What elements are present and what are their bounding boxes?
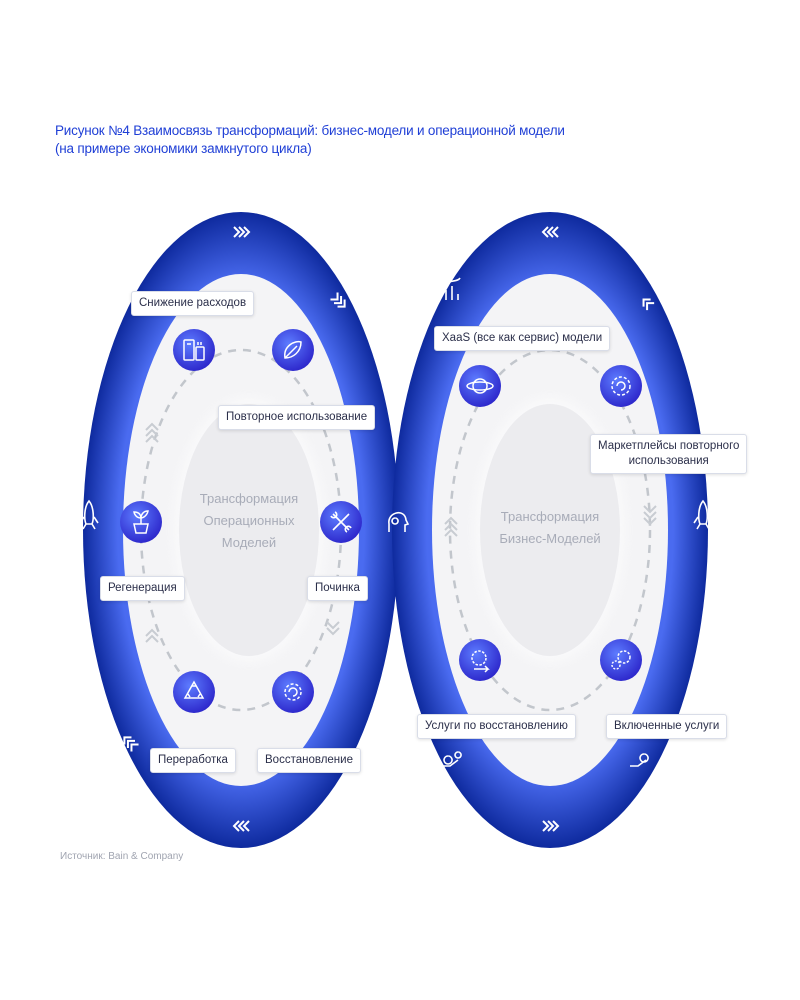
- path-arrow-right-2-icon: [643, 505, 657, 526]
- title-line-1: Рисунок №4 Взаимосвязь трансформаций: би…: [55, 123, 565, 138]
- chevron-diag-left-top-icon: [330, 292, 346, 308]
- right-center-disc: [480, 404, 620, 656]
- right-dashed-path: [448, 348, 652, 712]
- path-arrow-left-2-icon: [145, 628, 159, 643]
- planet-icon: [459, 365, 501, 407]
- tools-icon: [320, 501, 362, 543]
- path-arrow-left-3-icon: [326, 621, 340, 636]
- gear-cycle-icon: [600, 365, 642, 407]
- hand-gear-icon: [630, 753, 649, 767]
- chevron-diag-left-bottom-icon: [123, 736, 139, 752]
- gear-refresh-icon: [272, 671, 314, 713]
- chevron-diag-right-top-icon: [642, 298, 655, 311]
- chevron-top-right-icon: [541, 226, 559, 238]
- hand-coins-icon: [442, 751, 462, 767]
- left-center-title: Трансформация Операционных Моделей: [199, 491, 299, 550]
- label-recycling: Переработка: [150, 748, 236, 773]
- source-note: Источник: Bain & Company: [60, 851, 184, 862]
- leaf-chart-icon: [443, 277, 461, 300]
- label-restoration: Восстановление: [257, 748, 361, 773]
- left-center-disc: [179, 404, 319, 656]
- left-outer-ring: [83, 212, 399, 848]
- label-cost-reduction: Снижение расходов: [131, 291, 255, 316]
- label-regeneration: Регенерация: [100, 576, 185, 601]
- title-line-2: (на примере экономики замкнутого цикла): [55, 141, 312, 156]
- label-reuse: Повторное использование: [218, 405, 376, 430]
- label-reuse-marketplaces: Маркетплейсы повторного использования: [590, 434, 748, 474]
- appliances-icon: [173, 329, 215, 371]
- ring-pictograms: [79, 277, 713, 767]
- chevron-top-left-icon: [233, 226, 251, 238]
- chevron-bottom-right-icon: [542, 820, 560, 832]
- right-center-title: Трансформация Бизнес-Моделей: [499, 509, 601, 546]
- path-arrow-left-1-icon: [145, 422, 159, 443]
- leaves-icon: [272, 329, 314, 371]
- gears-icon: [600, 639, 642, 681]
- figure-title: Рисунок №4 Взаимосвязь трансформаций: би…: [55, 122, 755, 158]
- gear-arrow-icon: [459, 639, 501, 681]
- recycle-icon: [173, 671, 215, 713]
- ring-chevron-arrows: [123, 226, 655, 832]
- head-gear-icon: [388, 512, 410, 532]
- right-icon-nodes: [459, 365, 642, 681]
- rocket-right-icon: [693, 499, 713, 530]
- path-arrows: [145, 422, 657, 643]
- plant-pot-icon: [120, 501, 162, 543]
- chevron-bottom-left-icon: [232, 820, 250, 832]
- label-xaas: XaaS (все как сервис) модели: [434, 326, 611, 351]
- path-arrow-right-1-icon: [444, 516, 458, 537]
- label-included-services: Включенные услуги: [606, 714, 728, 739]
- label-repair: Починка: [307, 576, 368, 601]
- left-icon-nodes: [120, 329, 362, 713]
- label-restoration-services: Услуги по восстановлению: [417, 714, 576, 739]
- rocket-left-icon: [79, 499, 99, 530]
